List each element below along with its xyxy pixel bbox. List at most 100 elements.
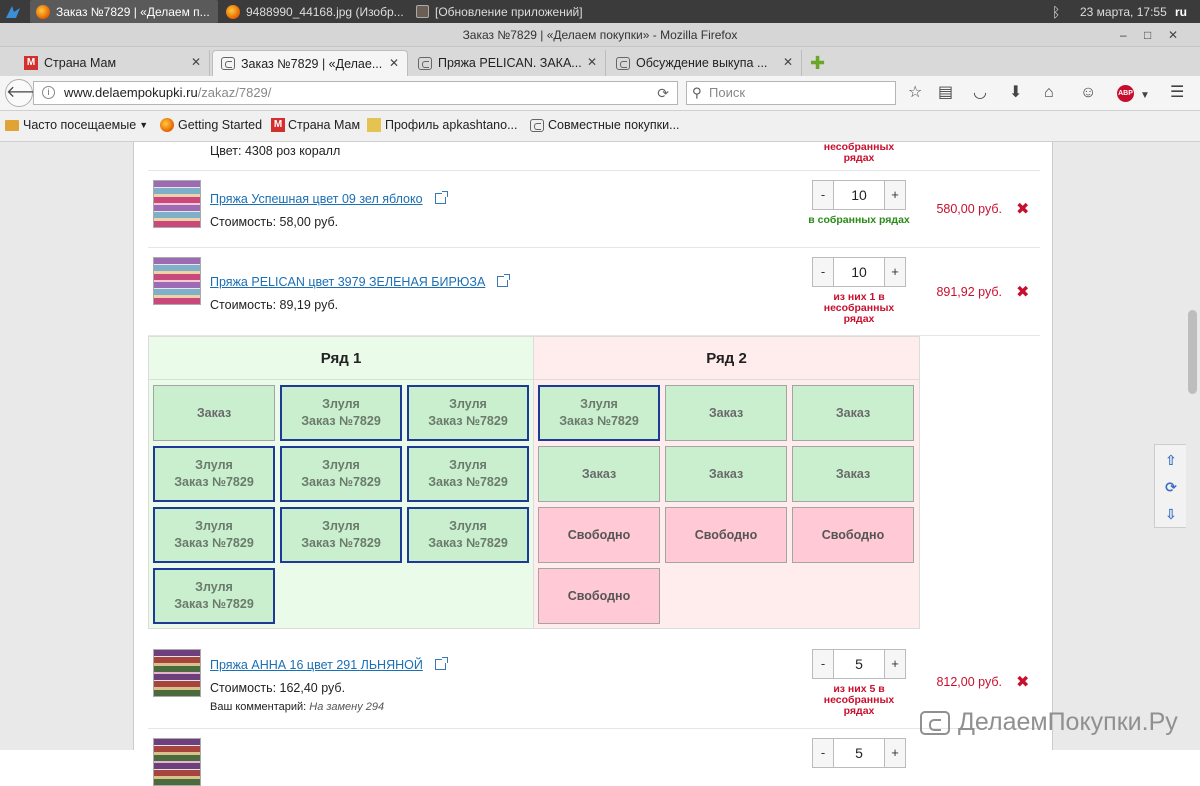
bookmark-most-visited[interactable]: Часто посещаемые ▼ (5, 118, 148, 132)
quantity-increment-button[interactable]: + (885, 739, 905, 767)
row-cell-ordered[interactable]: Заказ (538, 446, 660, 502)
quantity-decrement-button[interactable]: - (813, 650, 833, 678)
quantity-increment-button[interactable]: + (885, 650, 905, 678)
bluetooth-icon[interactable]: ᛒ (1052, 3, 1061, 20)
product-link[interactable]: Пряжа АННА 16 цвет 291 ЛЬНЯНОЙ (210, 657, 448, 672)
menu-icon[interactable]: ☰ (1170, 84, 1185, 101)
taskbar-window-updates[interactable]: [Обновление приложений] (410, 0, 610, 23)
watermark-text: ДелаемПокупки.Ру (958, 708, 1178, 736)
tab-discussion[interactable]: Обсуждение выкупа ... ✕ (608, 50, 802, 76)
close-window-button[interactable]: ✕ (1168, 28, 1179, 42)
adblock-icon[interactable]: ABP (1117, 85, 1134, 102)
delete-icon[interactable]: ✖ (1016, 201, 1030, 218)
maximize-button[interactable]: □ (1144, 28, 1152, 42)
home-icon[interactable]: ⌂ (1044, 84, 1054, 101)
bookmarks-list-icon[interactable]: ▤ (938, 84, 954, 101)
item-price: 580,00 руб. (936, 202, 1002, 216)
external-link-icon[interactable] (497, 274, 511, 287)
product-thumbnail[interactable] (153, 180, 201, 228)
comment-label: Ваш комментарий: (210, 701, 307, 713)
new-tab-button[interactable]: ✚ (810, 53, 826, 73)
scrollbar-thumb[interactable] (1188, 310, 1197, 394)
bookmark-label: Совместные покупки... (548, 118, 680, 132)
row-cell-ordered[interactable]: Заказ (665, 385, 787, 441)
pocket-icon[interactable]: ◡ (973, 84, 987, 101)
tab-order-7829[interactable]: Заказ №7829 | «Делае... ✕ (212, 50, 408, 76)
row-cell-ordered[interactable]: Заказ (665, 446, 787, 502)
quantity-input[interactable]: 10 (833, 258, 885, 286)
close-tab-icon[interactable]: ✕ (388, 56, 399, 70)
external-link-icon[interactable] (434, 657, 448, 670)
refresh-icon[interactable]: ⟳ (1165, 479, 1177, 495)
taskbar-window-image[interactable]: 9488990_44168.jpg (Изобр... (220, 0, 408, 23)
row-cell-free[interactable]: Свободно (665, 507, 787, 563)
quantity-decrement-button[interactable]: - (813, 181, 833, 209)
info-icon[interactable]: i (42, 86, 55, 99)
quantity-increment-button[interactable]: + (885, 258, 905, 286)
row-cell-ordered[interactable]: Заказ (792, 446, 914, 502)
quantity-input[interactable]: 5 (833, 650, 885, 678)
cell-line2: Заказ №7829 (174, 597, 254, 611)
bookmark-joint-purchases[interactable]: Совместные покупки... (530, 118, 680, 132)
product-link[interactable]: Пряжа Успешная цвет 09 зел яблоко (210, 191, 448, 206)
keyboard-layout-indicator[interactable]: ru (1175, 0, 1197, 23)
bookmark-label: Страна Мам (288, 118, 361, 132)
taskbar-window-order[interactable]: Заказ №7829 | «Делаем п... (30, 0, 218, 23)
bookmark-getting-started[interactable]: Getting Started (160, 118, 262, 132)
quantity-decrement-button[interactable]: - (813, 258, 833, 286)
close-tab-icon[interactable]: ✕ (782, 55, 793, 69)
search-input[interactable]: ⚲ Поиск (686, 81, 896, 105)
cell-line1: Заказ (581, 466, 617, 481)
quantity-decrement-button[interactable]: - (813, 739, 833, 767)
delete-icon[interactable]: ✖ (1016, 674, 1030, 691)
tab-strana-mam[interactable]: M Страна Мам ✕ (16, 50, 210, 76)
cell-label: Заказ (197, 405, 231, 422)
row-cell-ordered[interactable]: Заказ (153, 385, 275, 441)
delete-icon[interactable]: ✖ (1016, 284, 1030, 301)
external-link-icon[interactable] (434, 191, 448, 204)
close-tab-icon[interactable]: ✕ (586, 55, 597, 69)
row-cell-free[interactable]: Свободно (538, 568, 660, 624)
quantity-increment-button[interactable]: + (885, 181, 905, 209)
url-bar[interactable]: i www.delaempokupki.ru/zakaz/7829/ ⟳ (33, 81, 678, 105)
minimize-button[interactable]: – (1120, 28, 1127, 42)
row-cell-free[interactable]: Свободно (538, 507, 660, 563)
scrollbar[interactable] (1186, 142, 1200, 750)
scroll-up-icon[interactable]: ⇧ (1165, 452, 1177, 468)
scroll-down-icon[interactable]: ⇩ (1165, 506, 1177, 522)
download-icon[interactable]: ⬇ (1009, 84, 1023, 101)
chat-icon[interactable]: ☺ (1080, 84, 1097, 101)
back-button[interactable]: 🡐 (5, 79, 49, 107)
bookmark-strana-mam[interactable]: M Страна Мам (271, 118, 360, 132)
product-thumbnail[interactable] (153, 649, 201, 697)
quantity-input[interactable]: 5 (833, 739, 885, 767)
row-cell-ordered[interactable]: Заказ (792, 385, 914, 441)
row-cell-free[interactable]: Свободно (792, 507, 914, 563)
close-tab-icon[interactable]: ✕ (190, 55, 201, 69)
product-link[interactable]: Пряжа PELICAN цвет 3979 ЗЕЛЕНАЯ БИРЮЗА (210, 274, 511, 289)
cell-line2: Заказ №7829 (428, 536, 508, 550)
tab-pelican[interactable]: Пряжа PELICAN. ЗАКА... ✕ (410, 50, 606, 76)
product-thumbnail[interactable] (153, 738, 201, 786)
product-thumbnail[interactable] (153, 257, 201, 305)
app-menu-icon[interactable] (4, 0, 26, 23)
quantity-input[interactable]: 10 (833, 181, 885, 209)
clock[interactable]: 23 марта, 17:55 (1080, 0, 1172, 23)
reload-icon[interactable]: ⟳ (657, 85, 669, 101)
quantity-stepper: - 10 + (812, 180, 906, 210)
bookmark-profile[interactable]: Профиль apkashtano... (367, 118, 518, 132)
bookmark-star-icon[interactable]: ☆ (908, 84, 923, 101)
taskbar-window-label: 9488990_44168.jpg (Изобр... (246, 4, 404, 19)
adblock-dropdown-icon[interactable]: ▼ (1140, 90, 1150, 101)
